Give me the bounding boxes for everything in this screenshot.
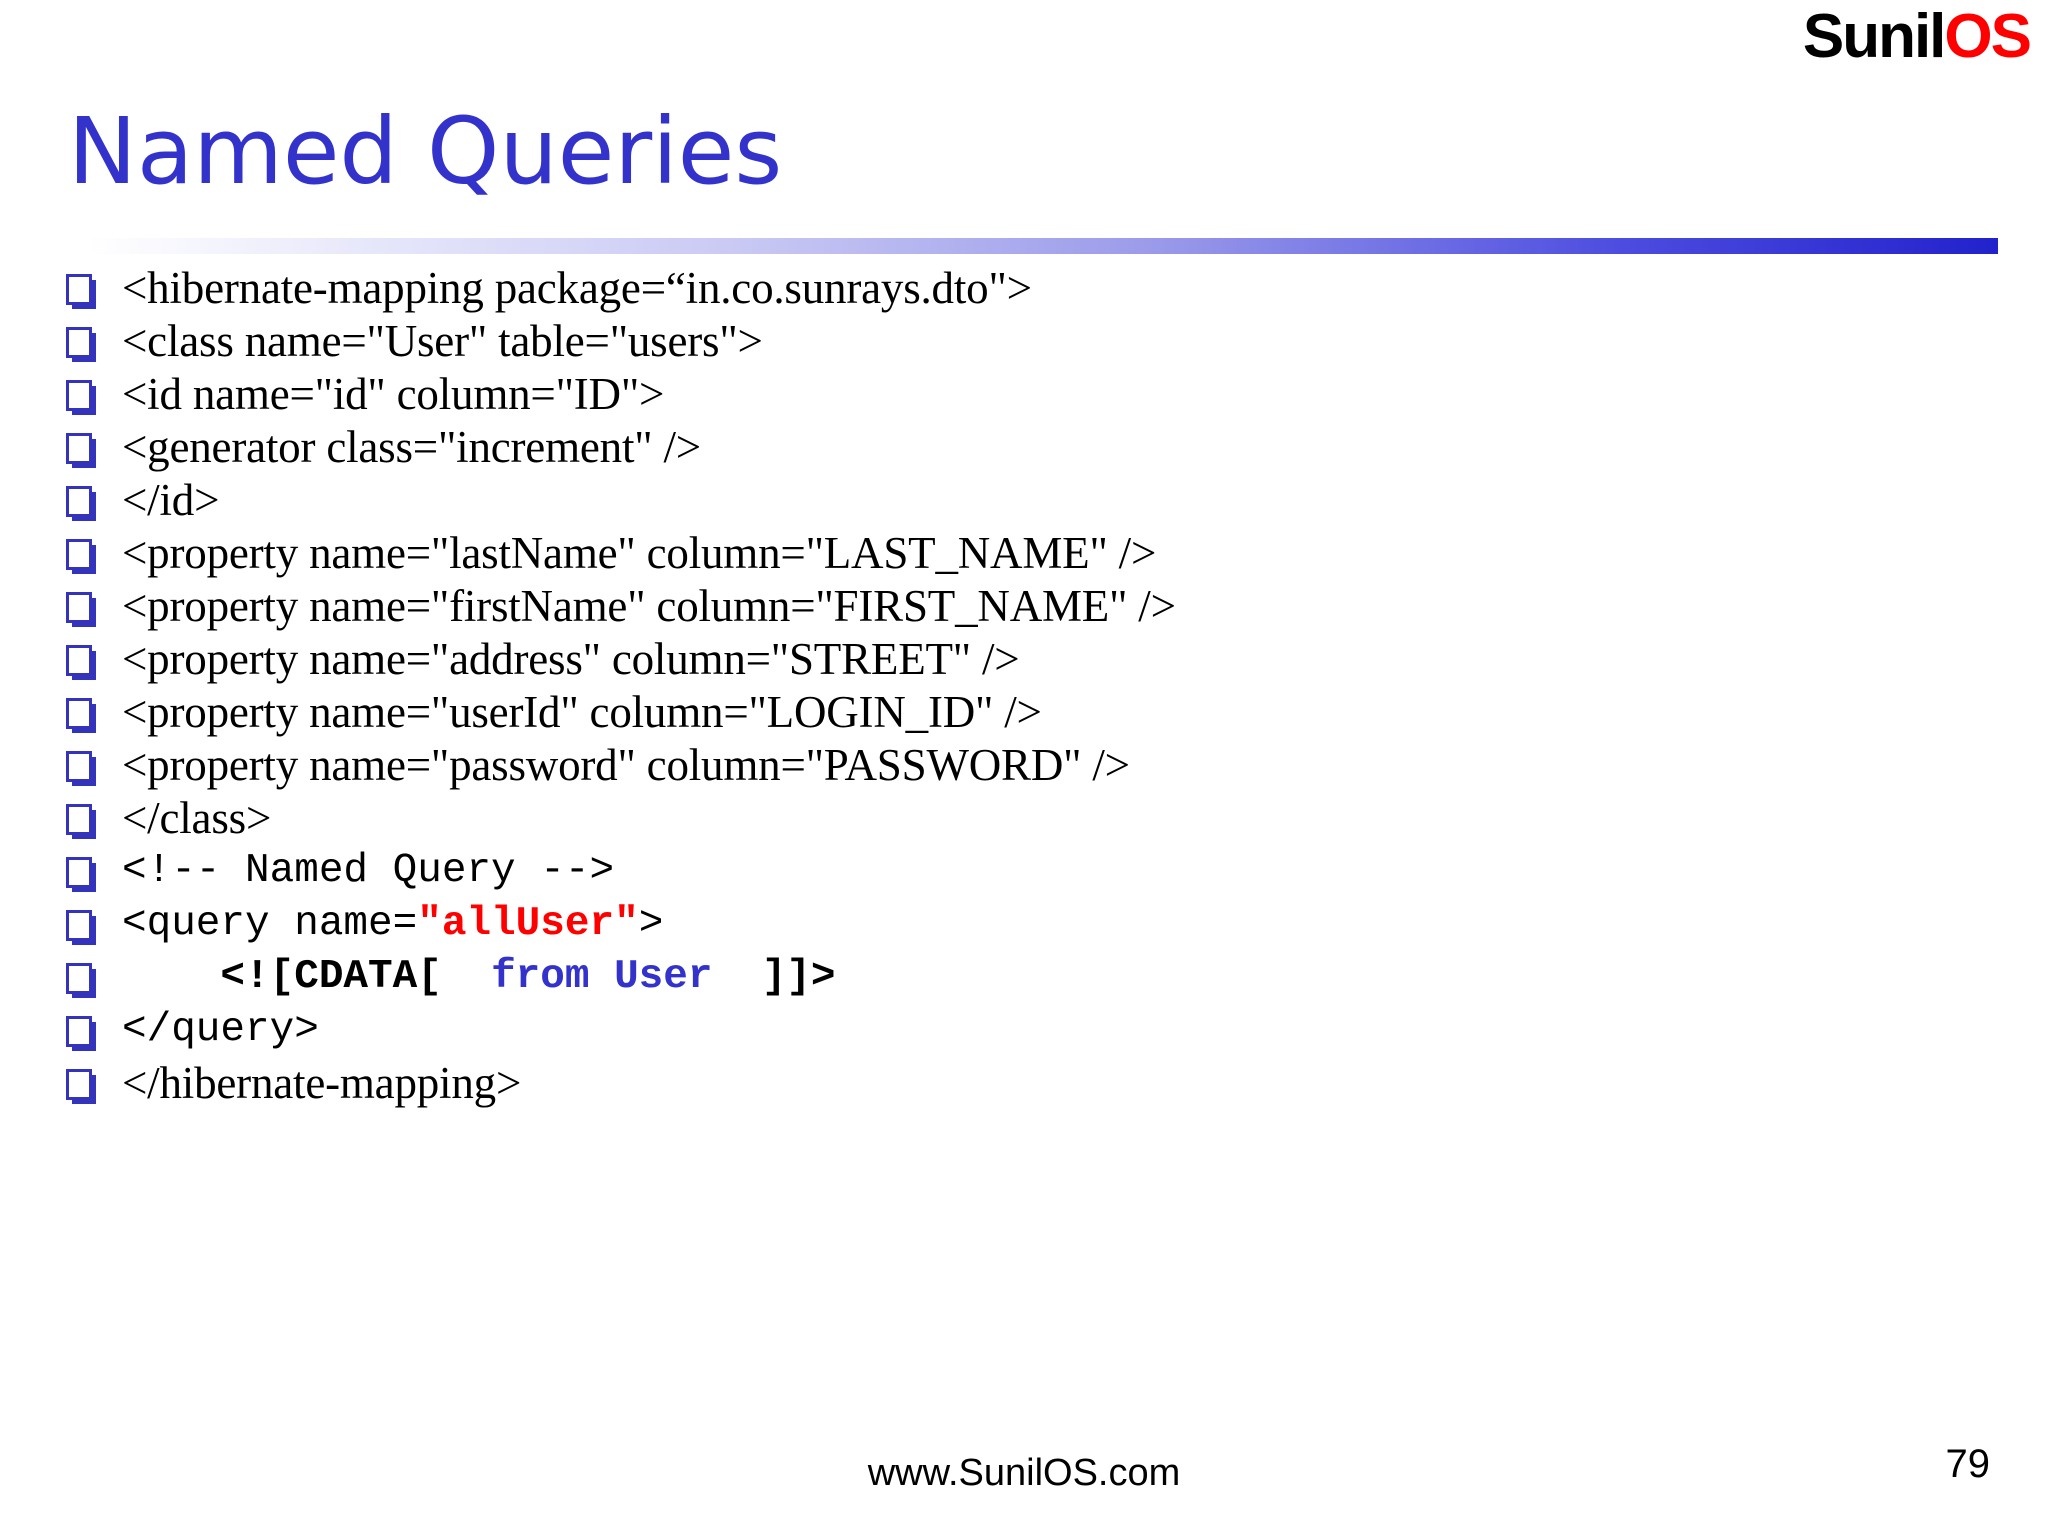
code-line-text: <property name="lastName" column="LAST_N… xyxy=(122,528,1157,578)
page-title: Named Queries xyxy=(68,97,783,205)
code-line-text: <property name="firstName" column="FIRST… xyxy=(122,581,1176,631)
code-token: > xyxy=(638,901,664,947)
code-token: <![CDATA[ xyxy=(122,954,492,1000)
square-bullet-icon xyxy=(66,486,92,517)
square-bullet-icon xyxy=(66,698,92,729)
code-line-text: </hibernate-mapping> xyxy=(122,1058,522,1108)
code-line: <property name="userId" column="LOGIN_ID… xyxy=(66,686,2006,739)
code-line: <class name="User" table="users"> xyxy=(66,315,2006,368)
code-line-text: <![CDATA[ from User ]]> xyxy=(122,951,2006,1004)
code-line: <property name="lastName" column="LAST_N… xyxy=(66,527,2006,580)
code-line-text: </class> xyxy=(122,793,272,843)
code-line: <![CDATA[ from User ]]> xyxy=(66,951,2006,1004)
code-token: <query name= xyxy=(122,901,418,947)
square-bullet-icon xyxy=(66,327,92,358)
code-token: "allUser" xyxy=(417,901,639,947)
code-line: <generator class="increment" /> xyxy=(66,421,2006,474)
square-bullet-icon xyxy=(66,751,92,782)
code-line-text: </query> xyxy=(122,1007,319,1053)
code-line-text: <hibernate-mapping package=“in.co.sunray… xyxy=(122,263,1032,313)
page-number: 79 xyxy=(1945,1442,1991,1486)
square-bullet-icon xyxy=(66,274,92,305)
square-bullet-icon xyxy=(66,804,92,835)
code-line-text: <query name="allUser"> xyxy=(122,898,2006,951)
code-line-text: <property name="address" column="STREET"… xyxy=(122,634,1020,684)
logo-text-sunil: Sunil xyxy=(1802,2,1947,71)
square-bullet-icon xyxy=(66,1016,92,1047)
square-bullet-icon xyxy=(66,539,92,570)
square-bullet-icon xyxy=(66,433,92,464)
code-line-text: </id> xyxy=(122,475,220,525)
code-line-text: <id name="id" column="ID"> xyxy=(122,369,665,419)
code-line-text: <property name="userId" column="LOGIN_ID… xyxy=(122,687,1042,737)
footer-url: www.SunilOS.com xyxy=(867,1452,1181,1494)
code-line: <query name="allUser"> xyxy=(66,898,2006,951)
code-line: <!-- Named Query --> xyxy=(66,845,2006,898)
logo-text-os: OS xyxy=(1944,2,2032,71)
square-bullet-icon xyxy=(66,645,92,676)
code-line: <property name="address" column="STREET"… xyxy=(66,633,2006,686)
code-line-text: <class name="User" table="users"> xyxy=(122,316,763,366)
code-line: </hibernate-mapping> xyxy=(66,1057,2006,1110)
code-line-text: <!-- Named Query --> xyxy=(122,848,615,894)
square-bullet-icon xyxy=(66,380,92,411)
code-line: </query> xyxy=(66,1004,2006,1057)
code-line: <property name="firstName" column="FIRST… xyxy=(66,580,2006,633)
code-line-text: <property name="password" column="PASSWO… xyxy=(122,740,1130,790)
square-bullet-icon xyxy=(66,963,92,994)
title-divider xyxy=(88,238,1998,254)
brand-logo: SunilOS xyxy=(1803,6,2032,68)
code-line-text: <generator class="increment" /> xyxy=(122,422,701,472)
code-line: </id> xyxy=(66,474,2006,527)
code-listing: <hibernate-mapping package=“in.co.sunray… xyxy=(66,262,2006,1110)
square-bullet-icon xyxy=(66,1069,92,1100)
square-bullet-icon xyxy=(66,857,92,888)
code-token: from User xyxy=(491,954,713,1000)
code-line: <id name="id" column="ID"> xyxy=(66,368,2006,421)
code-line: <property name="password" column="PASSWO… xyxy=(66,739,2006,792)
square-bullet-icon xyxy=(66,910,92,941)
code-token: ]]> xyxy=(712,954,836,1000)
square-bullet-icon xyxy=(66,592,92,623)
code-line: <hibernate-mapping package=“in.co.sunray… xyxy=(66,262,2006,315)
code-line: </class> xyxy=(66,792,2006,845)
